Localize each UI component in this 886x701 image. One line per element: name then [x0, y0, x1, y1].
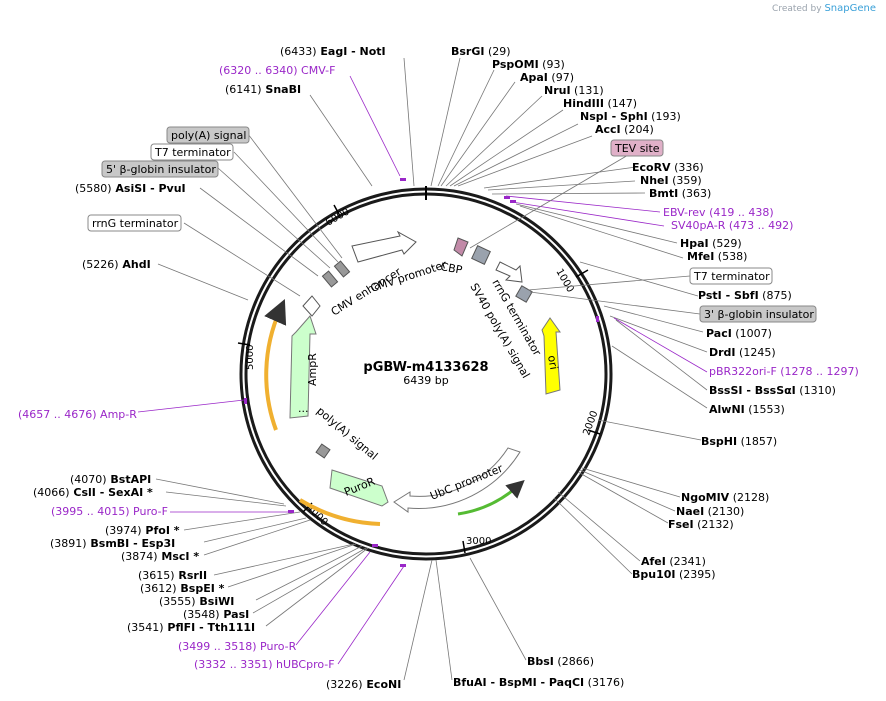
rrng-arrow	[495, 261, 523, 283]
site-label: BfuAI - BspMI - PaqCI (3176)	[453, 676, 624, 689]
site-label: (5226) AhdI	[82, 258, 151, 271]
site-label: ApaI (97)	[520, 71, 574, 84]
site-label: BssSI - BssSαI (1310)	[709, 384, 836, 397]
primer-label: (3499 .. 3518) Puro-R	[178, 640, 297, 653]
site-label: (3548) PasI	[183, 608, 249, 621]
site-label: (5580) AsiSI - PvuI	[75, 182, 186, 195]
site-label: BsrGI (29)	[451, 45, 511, 58]
plasmid-size: 6439 bp	[403, 374, 448, 387]
cbp-label: CBP	[439, 260, 463, 277]
site-label: (3874) MscI *	[121, 550, 199, 563]
tev-block	[471, 245, 491, 265]
ampr-small-label: ...	[298, 402, 309, 415]
site-label: (3541) PflFI - Tth111I	[127, 621, 255, 634]
ori-label: ori	[545, 354, 560, 370]
puror-arrow	[329, 469, 389, 507]
tick-5000: 5000	[245, 345, 256, 370]
cmv-enhancer-arrow	[351, 230, 417, 263]
site-label: (4066) CslI - SexAI *	[33, 486, 153, 499]
site-label: (3974) PfoI *	[105, 524, 180, 537]
site-label: (3891) BsmBI - Esp3I	[50, 537, 175, 550]
tick-3000: 3000	[466, 536, 491, 547]
primer-label: (4657 .. 4676) Amp-R	[18, 408, 137, 421]
primer-label: (6320 .. 6340) CMV-F	[219, 64, 335, 77]
leader-lines	[137, 57, 708, 681]
credit: Created by SnapGene	[772, 3, 876, 14]
site-label: NruI (131)	[544, 84, 604, 97]
primer-label: (3995 .. 4015) Puro-F	[51, 505, 168, 518]
site-label: (3555) BsiWI	[159, 595, 234, 608]
box-5-globin-insulator: 5' β-globin insulator	[106, 163, 216, 176]
box-t7-terminator-left: T7 terminator	[154, 146, 231, 159]
primer-label: pBR322ori-F (1278 .. 1297)	[709, 365, 859, 378]
site-label: (3612) BspEI *	[140, 582, 225, 595]
site-label: PstI - SbfI (875)	[698, 289, 792, 302]
tick-2000-mark	[587, 429, 601, 435]
site-label: BmtI (363)	[649, 187, 711, 200]
site-label: NaeI (2130)	[676, 505, 744, 518]
primer-label: EBV-rev (419 .. 438)	[663, 206, 774, 219]
tick-6000-mark	[333, 204, 341, 217]
hubcpro-primer	[457, 480, 525, 516]
site-labels: (6433) EagI - NotI (6320 .. 6340) CMV-F …	[18, 45, 859, 691]
primer-label: (3332 .. 3351) hUBCpro-F	[194, 658, 335, 671]
box-tev-site: TEV site	[614, 142, 660, 155]
site-label: Bpu10I (2395)	[632, 568, 716, 581]
site-label: FseI (2132)	[668, 518, 734, 531]
site-label: AccI (204)	[595, 123, 654, 136]
site-label: PacI (1007)	[706, 327, 772, 340]
tick-3000-mark	[462, 540, 466, 554]
box-t7-terminator-right: T7 terminator	[693, 270, 770, 283]
site-label: HindIII (147)	[563, 97, 637, 110]
ubc-promoter-arrow	[393, 447, 521, 513]
insulator-block	[333, 260, 351, 278]
site-label: (3226) EcoNI	[326, 678, 401, 691]
puro-primer-bind	[298, 498, 381, 526]
polya-block	[321, 270, 339, 288]
credit-prefix: Created by	[772, 4, 822, 14]
cbp-block	[453, 237, 469, 257]
primer-marks	[244, 178, 599, 567]
amp-primer-bind	[264, 299, 287, 431]
boxed-labels: poly(A) signal T7 terminator 5' β-globin…	[87, 126, 817, 323]
insulator-block-3	[515, 285, 533, 303]
site-label: BspHI (1857)	[701, 435, 777, 448]
ampr-arrow	[289, 315, 317, 419]
tick-5000-mark	[237, 342, 251, 346]
box-rrng-terminator: rrnG terminator	[92, 217, 179, 230]
site-label: (6433) EagI - NotI	[280, 45, 386, 58]
tick-6000: 6000	[324, 206, 352, 228]
site-label: (4070) BstAPI	[70, 473, 151, 486]
rrng-term-block	[302, 295, 321, 317]
site-label: MfeI (538)	[687, 250, 747, 263]
site-label: PspOMI (93)	[492, 58, 565, 71]
site-label: NgoMIV (2128)	[681, 491, 769, 504]
site-label: DrdI (1245)	[709, 346, 776, 359]
site-label: EcoRV (336)	[632, 161, 704, 174]
site-label: (6141) SnaBI	[225, 83, 301, 96]
site-label: AfeI (2341)	[641, 555, 706, 568]
primer-label: SV40pA-R (473 .. 492)	[671, 219, 793, 232]
site-label: NheI (359)	[640, 174, 702, 187]
site-label: AlwNI (1553)	[709, 403, 785, 416]
site-label: HpaI (529)	[680, 237, 742, 250]
site-label: (3615) RsrII	[138, 569, 207, 582]
plasmid-name: pGBW-m4133628	[363, 360, 488, 375]
polya-block-2	[315, 443, 331, 459]
ampr-label: AmpR	[306, 353, 319, 386]
snapgene-logo: SnapGene	[824, 3, 876, 14]
ori-arrow	[541, 317, 561, 395]
site-label: NspI - SphI (193)	[580, 110, 681, 123]
box-polya-signal: poly(A) signal	[171, 129, 246, 142]
box-3-globin-insulator: 3' β-globin insulator	[704, 308, 814, 321]
site-label: BbsI (2866)	[527, 655, 594, 668]
tick-1000-mark	[575, 269, 589, 278]
